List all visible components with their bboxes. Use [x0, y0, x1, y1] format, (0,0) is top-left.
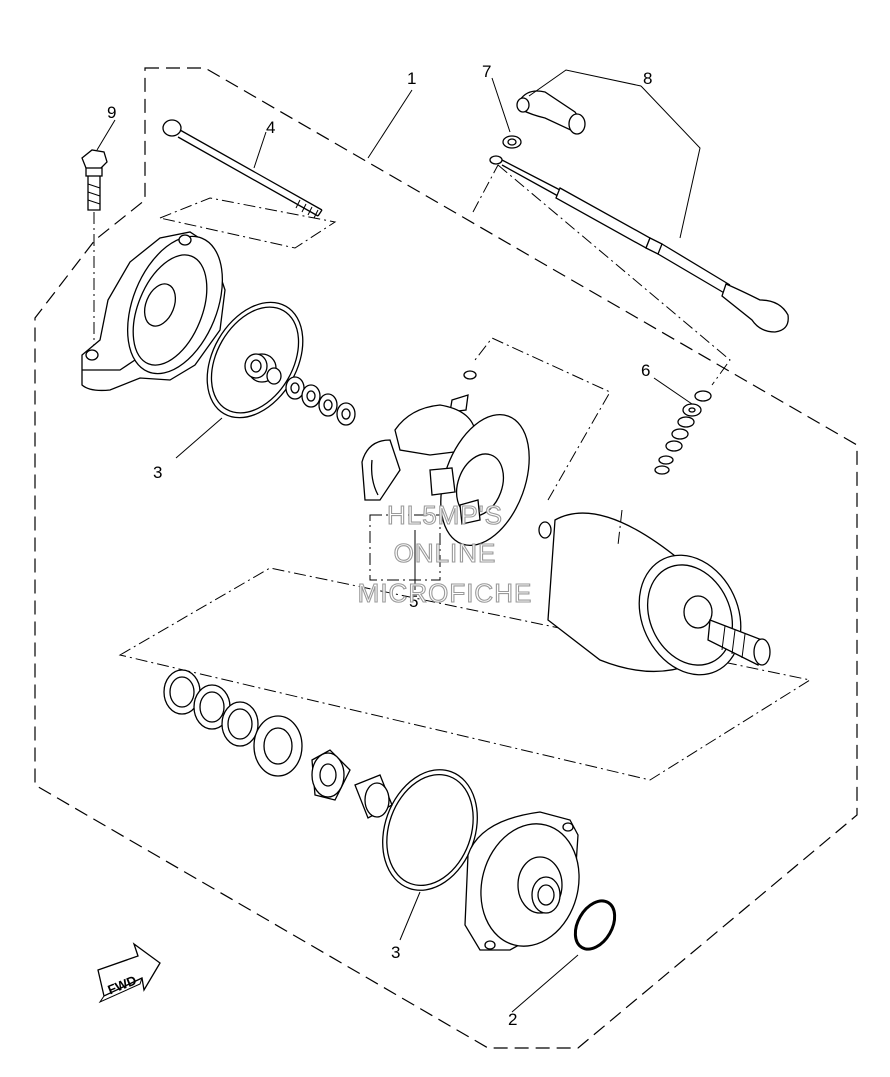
leader-lines [96, 69, 701, 1013]
nut-part [502, 135, 522, 149]
o-ring-small [573, 899, 617, 951]
forward-direction-arrow: FWD [97, 942, 161, 1004]
reference-frames [118, 164, 812, 781]
callout-7: 7 [482, 62, 491, 81]
callout-3-upper: 3 [153, 463, 162, 482]
callout-5: 5 [409, 592, 418, 611]
callout-2: 2 [508, 1010, 517, 1029]
yoke-armature-part [538, 509, 771, 676]
svg-text:MICROFICHE: MICROFICHE [358, 578, 533, 608]
callout-4: 4 [266, 118, 275, 137]
upper-washers [244, 353, 356, 426]
lead-cable-part [489, 90, 789, 333]
rear-cover-part [81, 231, 226, 392]
svg-text:ONLINE: ONLINE [394, 538, 497, 568]
brush-holder-part [361, 370, 530, 546]
bolt-part [81, 149, 108, 350]
callout-1: 1 [407, 69, 416, 88]
terminal-washers [654, 390, 712, 475]
callout-6: 6 [641, 361, 650, 380]
svg-text:HL5MP'S: HL5MP'S [387, 500, 503, 530]
front-cover-part [464, 811, 580, 951]
through-bolt-part [162, 119, 323, 219]
watermark: HL5MP'S ONLINE MICROFICHE [357, 499, 533, 608]
callout-8: 8 [643, 69, 652, 88]
lower-washers-bearings [163, 669, 393, 819]
callout-3-lower: 3 [391, 943, 400, 962]
callout-9: 9 [107, 103, 116, 122]
